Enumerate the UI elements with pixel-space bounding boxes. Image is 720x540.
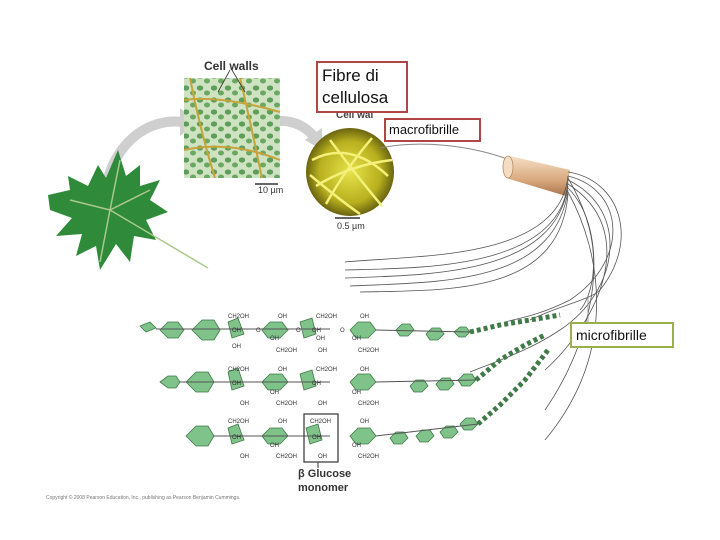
svg-text:OH: OH: [360, 314, 369, 320]
svg-text:OH: OH: [360, 419, 369, 425]
svg-text:CH2OH: CH2OH: [276, 401, 297, 407]
chem-labels: CH2OH OH CH2OH OH OH O O OH O OH OH OH O…: [228, 314, 379, 460]
chain-row-2: [159, 332, 547, 393]
chain-row-1: [139, 312, 561, 341]
svg-text:OH: OH: [278, 419, 287, 425]
microfibril-strands: [344, 171, 622, 441]
svg-text:OH: OH: [278, 367, 287, 373]
svg-text:OH: OH: [232, 381, 241, 387]
svg-text:OH: OH: [352, 336, 361, 342]
cellulose-fibre-micrograph: [306, 128, 394, 219]
svg-text:OH: OH: [352, 390, 361, 396]
glucose-monomer-label: β Glucose monomer: [298, 467, 351, 495]
svg-text:OH: OH: [270, 390, 279, 396]
svg-text:O: O: [340, 328, 345, 334]
svg-text:OH: OH: [318, 401, 327, 407]
svg-text:O: O: [296, 328, 301, 334]
svg-text:OH: OH: [318, 454, 327, 460]
svg-text:OH: OH: [232, 344, 241, 350]
svg-text:OH: OH: [318, 348, 327, 354]
cell-walls-title: Cell walls: [204, 59, 259, 73]
glucose-label-line1: β Glucose: [298, 468, 352, 480]
svg-text:OH: OH: [312, 435, 321, 441]
cell-wall-partial-label: Cell wal: [336, 110, 373, 121]
scale-bar-05um-label: 0.5 µm: [337, 221, 365, 231]
svg-text:CH2OH: CH2OH: [310, 419, 331, 425]
chain-row-3: [185, 348, 550, 447]
svg-text:OH: OH: [360, 367, 369, 373]
svg-text:CH2OH: CH2OH: [316, 314, 337, 320]
svg-text:OH: OH: [232, 435, 241, 441]
svg-text:CH2OH: CH2OH: [276, 348, 297, 354]
svg-text:CH2OH: CH2OH: [276, 454, 297, 460]
svg-text:OH: OH: [270, 336, 279, 342]
macrofibril-cable: [502, 155, 570, 196]
svg-text:OH: OH: [232, 328, 241, 334]
svg-text:OH: OH: [312, 328, 321, 334]
macrofibrille-label: macrofibrille: [384, 118, 481, 142]
glucose-monomer-box: [303, 413, 339, 463]
microfibrille-label: microfibrille: [570, 322, 674, 348]
glucose-label-line2: monomer: [298, 482, 349, 494]
svg-text:OH: OH: [278, 314, 287, 320]
maple-leaf: [48, 150, 209, 270]
svg-text:CH2OH: CH2OH: [228, 367, 249, 373]
svg-text:OH: OH: [240, 454, 249, 460]
svg-text:CH2OH: CH2OH: [228, 314, 249, 320]
copyright-notice: Copyright © 2008 Pearson Education, Inc.…: [46, 495, 241, 501]
svg-text:CH2OH: CH2OH: [316, 367, 337, 373]
svg-text:CH2OH: CH2OH: [228, 419, 249, 425]
svg-text:OH: OH: [312, 381, 321, 387]
svg-text:CH2OH: CH2OH: [358, 348, 379, 354]
svg-text:O: O: [256, 328, 261, 334]
scale-bar-10um-label: 10 µm: [258, 185, 284, 195]
svg-text:CH2OH: CH2OH: [358, 401, 379, 407]
svg-text:OH: OH: [352, 443, 361, 449]
svg-text:OH: OH: [270, 443, 279, 449]
cell-walls-micrograph: [183, 69, 281, 185]
svg-text:OH: OH: [316, 336, 325, 342]
leader-macro: [379, 143, 511, 161]
svg-text:CH2OH: CH2OH: [358, 454, 379, 460]
fibre-di-cellulosa-label: Fibre di cellulosa: [316, 61, 408, 113]
svg-text:OH: OH: [240, 401, 249, 407]
cellulose-chains: [139, 312, 561, 468]
